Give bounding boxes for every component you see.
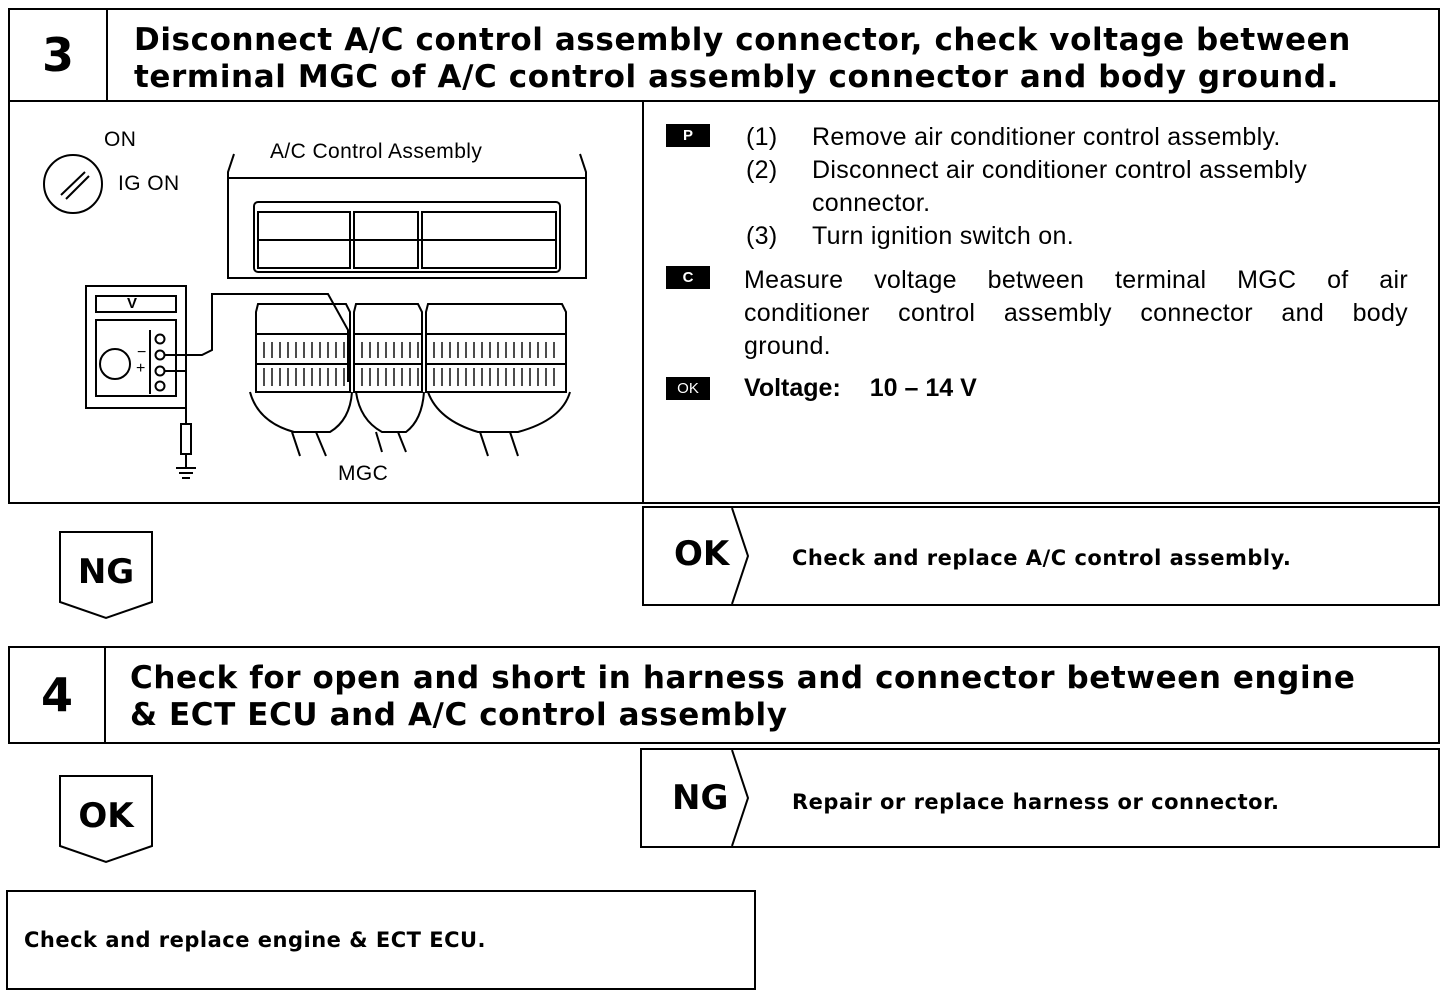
prep-tag: P [666, 124, 710, 147]
step3-column-divider [642, 100, 644, 502]
check-line2: conditioner control assembly connector a… [744, 299, 1408, 327]
step3-ok-result: OK Check and replace A/C control assembl… [642, 506, 1440, 606]
step4-header: 4 Check for open and short in harness an… [8, 646, 1440, 744]
step3-header: 3 Disconnect A/C control assembly connec… [8, 8, 1440, 102]
step3-ok-result-label: OK [674, 534, 730, 574]
step4-title: Check for open and short in harness and … [130, 660, 1430, 734]
prep-item-2: (2) Disconnect air conditioner control a… [746, 154, 1307, 187]
terminal-mgc-label: MGC [338, 462, 389, 485]
ok-flow-label: OK [78, 796, 134, 836]
step3-title: Disconnect A/C control assembly connecto… [134, 22, 1434, 96]
ac-control-assembly-icon [227, 153, 587, 279]
probe-leads [164, 293, 349, 479]
prep-item-1-text: Remove air conditioner control assembly. [812, 123, 1281, 151]
ok-spec-label: Voltage: [744, 374, 841, 402]
connector-pins [263, 342, 555, 386]
ng-flow-arrow [59, 531, 153, 620]
ok-spec-value: 10 – 14 V [869, 374, 977, 402]
ok-spec-tag: OK [666, 377, 710, 400]
step4-title-line1: Check for open and short in harness and … [130, 660, 1356, 696]
step3-title-line2: terminal MGC of A/C control assembly con… [134, 59, 1340, 95]
ignition-switch-icon [43, 154, 103, 214]
check-line3: ground. [744, 332, 831, 360]
meter-minus-label: − [137, 344, 147, 361]
prep-item-1: (1) Remove air conditioner control assem… [746, 121, 1280, 154]
step4-ng-result-text: Repair or replace harness or connector. [792, 790, 1280, 814]
step4-ng-result-label: NG [672, 778, 729, 818]
step4-ng-result: NG Repair or replace harness or connecto… [640, 748, 1440, 848]
wiring-diagram [43, 153, 587, 479]
check-line1: Measure voltage between terminal MGC of … [744, 266, 1408, 294]
prep-item-2-num: (2) [746, 156, 778, 184]
switch-ig-on-label: IG ON [118, 172, 180, 195]
meter-plus-label: + [136, 360, 146, 377]
prep-item-2-cont: connector. [812, 189, 931, 217]
ng-chevron-icon [731, 750, 750, 846]
ac-control-assembly-label: A/C Control Assembly [270, 140, 483, 163]
check-tag: C [666, 266, 710, 289]
step3-body [8, 100, 1440, 504]
step4-title-line2: & ECT ECU and A/C control assembly [130, 697, 788, 733]
step3-ok-result-text: Check and replace A/C control assembly. [792, 546, 1292, 570]
prep-item-1-num: (1) [746, 123, 778, 151]
ok-chevron-icon [731, 508, 750, 604]
ok-spec: Voltage: 10 – 14 V [744, 374, 977, 403]
prep-item-3-text: Turn ignition switch on. [812, 222, 1074, 250]
step3-number: 3 [10, 10, 108, 100]
final-action-text: Check and replace engine & ECT ECU. [24, 928, 487, 952]
meter-unit-label: V [127, 295, 138, 312]
switch-on-label: ON [104, 128, 137, 151]
step4-number: 4 [10, 648, 106, 742]
prep-item-3-num: (3) [746, 222, 778, 250]
prep-item-2-text: Disconnect air conditioner control assem… [812, 156, 1308, 184]
check-text: Measure voltage between terminal MGC of … [744, 264, 1408, 363]
voltmeter-icon [85, 285, 187, 409]
ng-flow-label: NG [77, 552, 135, 592]
step3-title-line1: Disconnect A/C control assembly connecto… [134, 22, 1351, 58]
connector-icon [249, 303, 571, 457]
prep-item-3: (3) Turn ignition switch on. [746, 220, 1074, 253]
final-action: Check and replace engine & ECT ECU. [6, 890, 756, 990]
ok-flow-arrow [59, 775, 153, 864]
